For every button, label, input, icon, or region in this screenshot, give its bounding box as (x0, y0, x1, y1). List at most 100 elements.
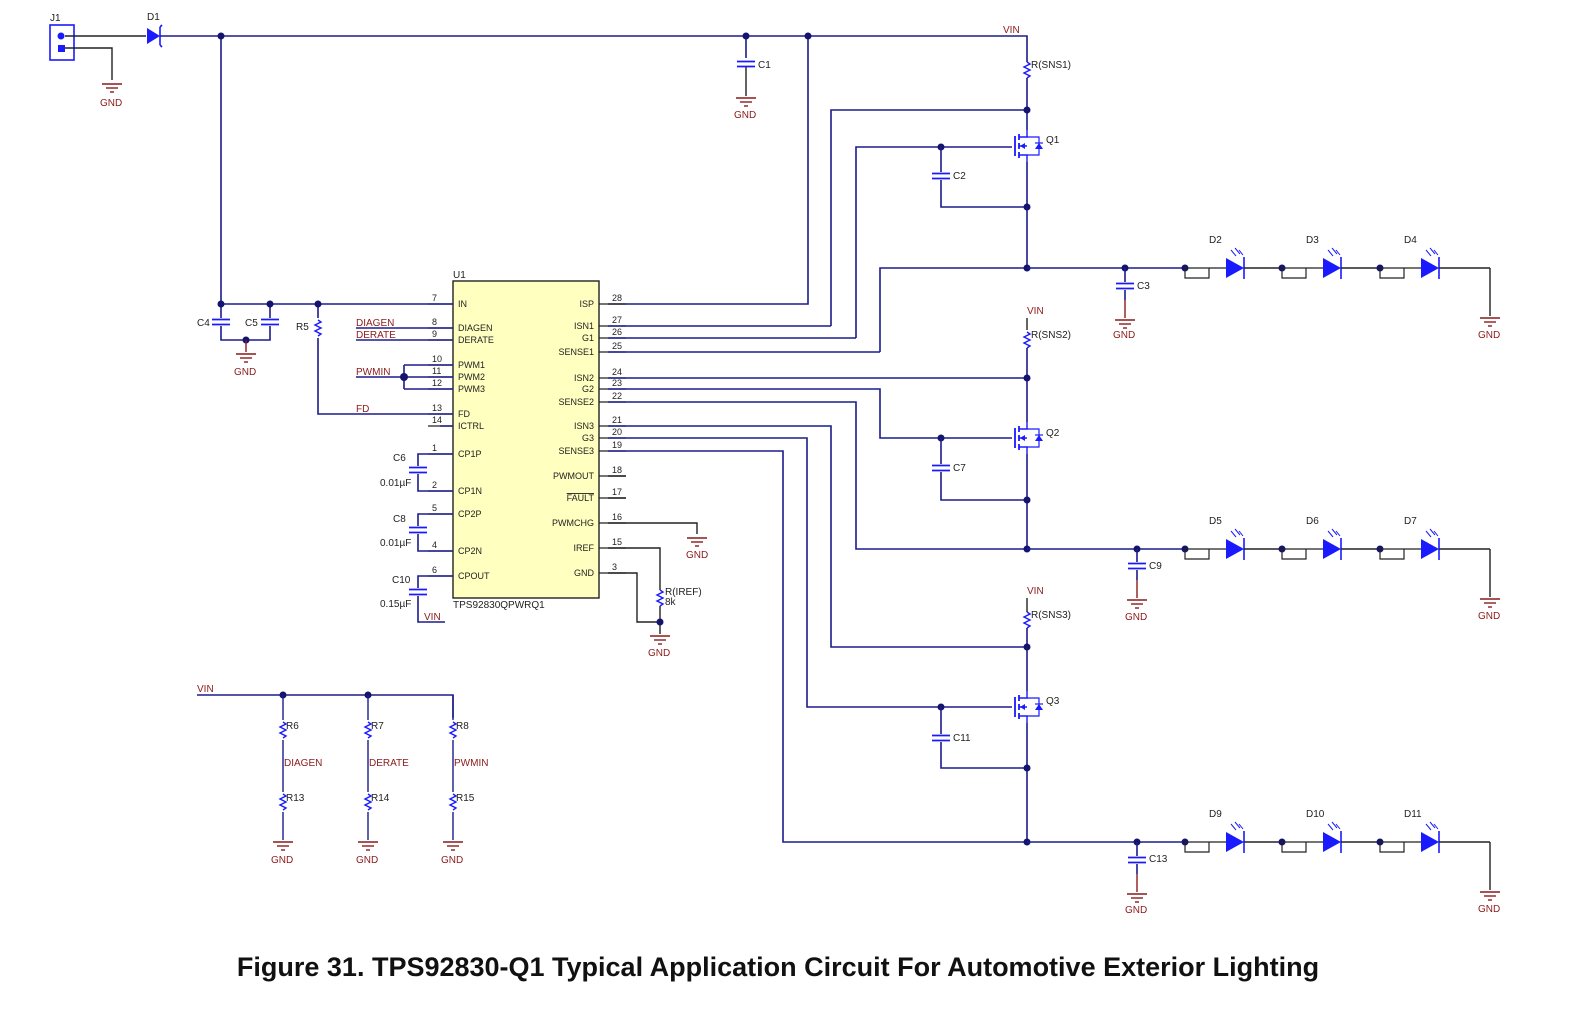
r6-label: R6 (286, 721, 299, 732)
capacitor-c11 (931, 734, 951, 742)
diode-d1: D1 (147, 12, 163, 48)
ground-icon (1479, 598, 1501, 608)
c9-label: C9 (1149, 561, 1162, 572)
rsns2-label: R(SNS2) (1031, 330, 1071, 341)
c4-label: C4 (197, 318, 210, 329)
gnd-label: GND (734, 110, 756, 121)
rsns1-label: R(SNS1) (1031, 60, 1071, 71)
led-icon (1322, 528, 1342, 561)
resistor-rsns2 (1023, 331, 1031, 349)
gnd-label: GND (100, 98, 122, 109)
c10-label: C10 (392, 575, 411, 586)
divider-net-label: DERATE (369, 758, 409, 769)
led-icon (1322, 821, 1342, 854)
led-label: D6 (1306, 516, 1319, 527)
riref-label: R(IREF) (665, 587, 702, 598)
led-label: D4 (1404, 235, 1417, 246)
j1-label: J1 (50, 13, 61, 24)
pin-number: 5 (432, 503, 437, 513)
mosfet-q3 (1014, 690, 1044, 724)
capacitor-c13 (1127, 856, 1147, 864)
pin-number: 20 (612, 427, 622, 437)
ground-icon (1479, 891, 1501, 901)
q1-label: Q1 (1046, 135, 1060, 146)
net-label-derate: DERATE (356, 330, 396, 341)
gnd-label: GND (441, 855, 463, 866)
c13-label: C13 (1149, 854, 1168, 865)
capacitor-c4 (211, 318, 231, 326)
c8-label: C8 (393, 514, 406, 525)
led-icon (1225, 247, 1245, 280)
pin-name: IN (458, 299, 467, 309)
pin-name: PWM2 (458, 372, 485, 382)
r7-label: R7 (371, 721, 384, 732)
led-icon (1420, 247, 1440, 280)
gnd-label: GND (1478, 330, 1500, 341)
gnd-label: GND (1125, 612, 1147, 623)
led-label: D9 (1209, 809, 1222, 820)
mosfet-q1 (1014, 129, 1044, 163)
capacitor-c7 (931, 464, 951, 472)
led-d11: D11 (1376, 809, 1490, 854)
gnd-label: GND (648, 648, 670, 659)
pin-name: ICTRL (458, 421, 484, 431)
figure-caption: Figure 31. TPS92830-Q1 Typical Applicati… (236, 952, 1320, 982)
vin-label: VIN (1027, 586, 1044, 597)
pin-name: ISN3 (574, 421, 594, 431)
led-d10: D10 (1278, 809, 1380, 854)
connector-j1: J1 (49, 13, 75, 61)
pin-name: IREF (573, 543, 594, 553)
pin-name: GND (574, 568, 595, 578)
led-d3: D3 (1278, 235, 1380, 280)
mosfet-q2 (1014, 421, 1044, 455)
pin-name: SENSE3 (558, 446, 594, 456)
pin-number: 22 (612, 391, 622, 401)
led-icon (1322, 247, 1342, 280)
pin-name: ISN1 (574, 321, 594, 331)
pin-name: CP1P (458, 449, 482, 459)
net-label-pwmin: PWMIN (356, 367, 390, 378)
ground-icon (735, 97, 757, 107)
gnd-label: GND (271, 855, 293, 866)
pin-name: G3 (582, 433, 594, 443)
led-icon (1420, 528, 1440, 561)
capacitor-c2 (931, 172, 951, 180)
gnd-label: GND (1478, 611, 1500, 622)
pin-name: SENSE1 (558, 347, 594, 357)
r14-label: R14 (371, 793, 390, 804)
pin-number: 28 (612, 293, 622, 303)
r5-label: R5 (296, 322, 309, 333)
led-label: D3 (1306, 235, 1319, 246)
capacitor-c1 (736, 60, 756, 68)
pin-name: DIAGEN (458, 323, 493, 333)
pin-number: 6 (432, 565, 437, 575)
gnd-label: GND (1113, 330, 1135, 341)
pin-name: CP2N (458, 546, 482, 556)
ground-icon (686, 537, 708, 547)
resistor-r5 (314, 319, 322, 337)
ground-icon (1126, 893, 1148, 903)
pin-number: 26 (612, 327, 622, 337)
pin-number: 11 (432, 366, 441, 376)
pin-name: CP2P (458, 509, 482, 519)
led-d9: D9 (1181, 809, 1282, 854)
pin-number: 16 (612, 512, 622, 522)
c6-label: C6 (393, 453, 406, 464)
pin-name: G1 (582, 333, 594, 343)
pin-name: CPOUT (458, 571, 490, 581)
c2-label: C2 (953, 171, 966, 182)
ground-icon (272, 841, 294, 851)
pin-number: 8 (432, 317, 437, 327)
gnd-label: GND (1125, 905, 1147, 916)
led-label: D10 (1306, 809, 1325, 820)
resistor-rsns3 (1023, 611, 1031, 629)
resistor-rsns1 (1023, 61, 1031, 79)
c8-value: 0.01µF (380, 538, 411, 549)
led-label: D2 (1209, 235, 1222, 246)
pin-number: 13 (432, 403, 442, 413)
pin-number: 1 (432, 443, 437, 453)
c5-label: C5 (245, 318, 258, 329)
